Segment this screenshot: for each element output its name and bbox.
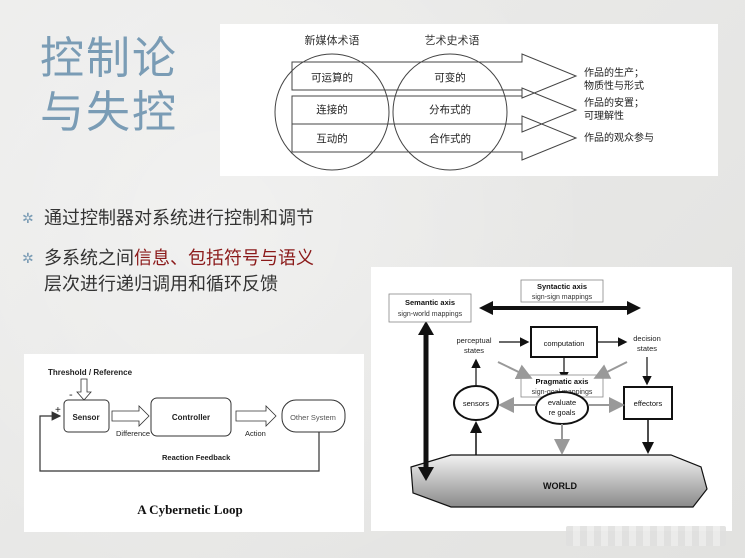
venn-row1-left: 可运算的 <box>311 71 353 84</box>
syntactic-axis-box <box>520 279 604 303</box>
syntactic-axis-title: Syntactic axis <box>537 282 587 291</box>
semantic-axis-sub: sign-world mappings <box>398 311 463 318</box>
cybernetic-loop-panel: Threshold / Reference - + Sensor Differe… <box>24 354 364 532</box>
semantic-axis-head-down <box>418 467 434 481</box>
feedback-loop-arrow <box>39 411 320 472</box>
bullet-star-icon: ✲ <box>22 211 34 227</box>
sensors-label: sensors <box>463 399 490 408</box>
semiotic-diagram: WORLD Semantic axis sign-world mappings … <box>388 279 708 508</box>
plus-sign: + <box>55 405 61 416</box>
controller-label: Controller <box>172 413 210 422</box>
evaluate-label-2: re goals <box>549 408 576 417</box>
decision-label-2: states <box>637 344 657 353</box>
pragmatic-axis-title: Pragmatic axis <box>536 377 589 386</box>
threshold-arrow <box>76 378 92 401</box>
semantic-axis-head-up <box>418 321 434 335</box>
bullet-2-accent: 信息、包括符号与语义 <box>134 248 314 269</box>
venn-row3-mid: 合作式的 <box>429 132 471 145</box>
difference-arrow <box>111 405 150 427</box>
venn-left-circle <box>274 53 390 171</box>
venn-row2-right-2: 可理解性 <box>584 109 624 122</box>
sensor-label: Sensor <box>72 413 99 422</box>
semantic-axis-box <box>388 293 472 323</box>
venn-col2-label: 艺术史术语 <box>425 34 480 47</box>
bullet-list: ✲ 通过控制器对系统进行控制和调节 ✲ 多系统之间信息、包括符号与语义 层次进行… <box>22 206 382 308</box>
world-label: WORLD <box>543 481 577 491</box>
venn-col1-label: 新媒体术语 <box>305 33 360 47</box>
venn-diagram: 新媒体术语 艺术史术语 可运算的 可变的 连接的 分布式的 互动的 合作式的 作… <box>274 33 654 171</box>
bullet-item-1: ✲ 通过控制器对系统进行控制和调节 <box>22 206 382 232</box>
venn-row3-left: 互动的 <box>316 132 348 145</box>
venn-row1-right-1: 作品的生产； <box>584 66 644 79</box>
action-label: Action <box>245 429 266 438</box>
minus-sign: - <box>69 389 73 401</box>
venn-row3-right-1: 作品的观众参与 <box>584 131 654 144</box>
title-line-1: 控制论 <box>40 33 178 84</box>
perceptual-label-2: states <box>464 346 484 355</box>
sensor-box <box>63 399 110 433</box>
pragmatic-arrow-upleft <box>497 361 533 379</box>
controller-box <box>150 397 232 437</box>
venn-row2-left: 连接的 <box>316 103 348 116</box>
bullet-star-icon: ✲ <box>22 251 34 267</box>
venn-arrow-3 <box>291 115 578 161</box>
other-system-box <box>281 399 346 433</box>
world-shape <box>410 454 708 508</box>
feedback-label: Reaction Feedback <box>162 453 231 462</box>
pragmatic-arrow-upright <box>593 361 628 379</box>
loop-caption: A Cybernetic Loop <box>137 502 242 517</box>
venn-right-circle <box>392 53 508 171</box>
cybernetic-loop-diagram: Threshold / Reference - + Sensor Differe… <box>39 368 346 517</box>
evaluate-label-1: evaluate <box>548 398 576 407</box>
slide-title: 控制论 与失控 <box>40 32 210 140</box>
computation-box <box>530 326 598 358</box>
venn-row1-mid: 可变的 <box>434 71 466 84</box>
decision-label-1: decision <box>633 334 661 343</box>
effectors-label: effectors <box>634 399 663 408</box>
computation-label: computation <box>544 339 585 348</box>
venn-row2-right-1: 作品的安置； <box>584 96 644 109</box>
threshold-label: Threshold / Reference <box>48 368 133 377</box>
syntactic-axis-sub: sign-sign mappings <box>532 294 593 301</box>
venn-row1-right-2: 物质性与形式 <box>584 79 644 92</box>
action-arrow <box>235 405 277 427</box>
other-system-label: Other System <box>290 413 336 422</box>
bullet-2-post: 层次进行递归调用和循环反馈 <box>44 274 278 295</box>
watermark <box>566 526 726 546</box>
semiotic-diagram-panel: WORLD Semantic axis sign-world mappings … <box>371 267 732 531</box>
syntactic-axis-head-left <box>479 301 493 315</box>
semantic-axis-title: Semantic axis <box>405 298 455 307</box>
bullet-1-text: 通过控制器对系统进行控制和调节 <box>44 208 314 229</box>
venn-diagram-panel: 新媒体术语 艺术史术语 可运算的 可变的 连接的 分布式的 互动的 合作式的 作… <box>220 24 718 176</box>
bullet-2-pre: 多系统之间 <box>44 248 134 269</box>
venn-row2-mid: 分布式的 <box>429 103 471 116</box>
syntactic-axis-head-right <box>627 301 641 315</box>
difference-label: Difference <box>116 429 150 438</box>
perceptual-label-1: perceptual <box>456 336 491 345</box>
bullet-item-2: ✲ 多系统之间信息、包括符号与语义 层次进行递归调用和循环反馈 <box>22 246 382 298</box>
venn-arrow-1 <box>291 53 578 99</box>
title-line-2: 与失控 <box>40 87 178 138</box>
